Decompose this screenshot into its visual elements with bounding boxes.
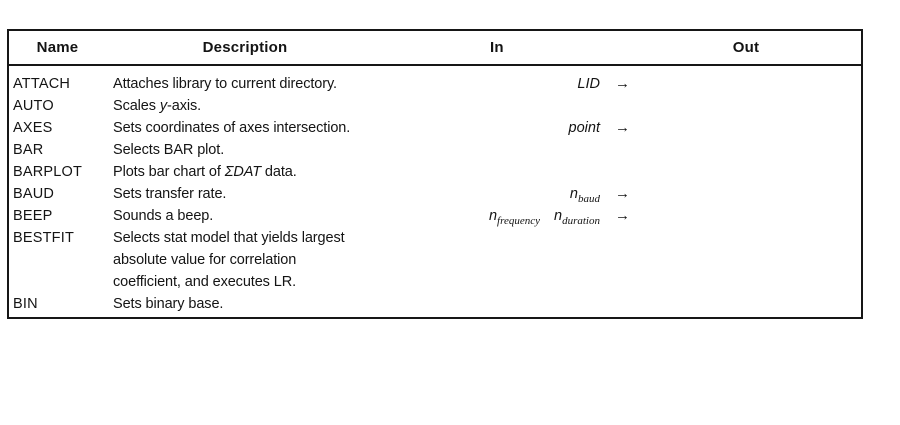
- table-row: AUTO Scales y-axis.: [9, 95, 861, 117]
- stack-out-cell: [641, 95, 861, 117]
- in-argument: nduration: [554, 205, 600, 227]
- stack-in-cell: nfrequency nduration →: [446, 205, 641, 227]
- command-description: Sets binary base.: [106, 293, 446, 315]
- description-italic: ΣDAT: [224, 164, 261, 180]
- description-italic: y: [159, 98, 168, 114]
- stack-in-cell: point →: [446, 117, 641, 139]
- stack-out-cell: [641, 205, 861, 227]
- description-text: data.: [260, 164, 297, 180]
- command-name: BAR: [13, 142, 44, 158]
- header-in: In: [490, 39, 504, 56]
- in-variable: n: [554, 208, 563, 224]
- in-variable: n: [488, 208, 498, 224]
- in-argument: LID: [577, 76, 600, 92]
- stack-out-cell: [641, 227, 861, 293]
- stack-in-cell: [446, 293, 641, 315]
- header-out: Out: [732, 39, 760, 56]
- in-argument: point: [568, 120, 600, 136]
- stack-in-cell: [446, 139, 641, 161]
- header-name: Name: [36, 39, 79, 56]
- arrow-icon: →: [615, 119, 630, 136]
- command-description: Scales y-axis.: [106, 95, 446, 117]
- command-description: Sets coordinates of axes intersection.: [106, 117, 446, 139]
- description-text: Scales: [113, 98, 160, 114]
- stack-in-cell: [446, 161, 641, 183]
- stack-in-cell: [446, 95, 641, 117]
- description-text: Sets transfer rate.: [113, 186, 227, 202]
- table-body: ATTACH Attaches library to current direc…: [9, 66, 861, 315]
- stack-out-cell: [641, 117, 861, 139]
- stack-out-cell: [641, 139, 861, 161]
- table-row: BEEP Sounds a beep. nfrequency nduration…: [9, 205, 861, 227]
- table-row: BAR Selects BAR plot.: [9, 139, 861, 161]
- command-name: AXES: [13, 120, 53, 136]
- stack-in-cell: [446, 227, 641, 293]
- in-variable-subscript: baud: [578, 192, 600, 205]
- table-row: BARPLOT Plots bar chart of ΣDAT data.: [9, 161, 861, 183]
- description-line: absolute value for correlation: [113, 252, 297, 268]
- description-text: Sets binary base.: [113, 296, 224, 312]
- arrow-icon: →: [615, 75, 630, 92]
- command-name: BARPLOT: [13, 164, 83, 180]
- stack-out-cell: [641, 183, 861, 205]
- command-reference-table: Name Description In Out ATTACH Attaches …: [7, 29, 863, 319]
- header-description: Description: [202, 39, 288, 56]
- description-text: Attaches library to current directory.: [113, 76, 337, 92]
- description-text: -axis.: [167, 98, 202, 114]
- table-row: ATTACH Attaches library to current direc…: [9, 73, 861, 95]
- description-text: Sets coordinates of axes intersection.: [113, 120, 351, 136]
- description-line: coefficient, and executes LR.: [113, 274, 297, 290]
- in-variable-subscript: frequency: [497, 214, 541, 227]
- in-variable-subscript: duration: [562, 214, 600, 227]
- command-name: BEEP: [13, 208, 53, 224]
- stack-out-cell: [641, 161, 861, 183]
- in-argument: nfrequency: [489, 205, 540, 227]
- stack-in-cell: LID →: [446, 73, 641, 95]
- table-row: BAUD Sets transfer rate. nbaud →: [9, 183, 861, 205]
- stack-out-cell: [641, 73, 861, 95]
- command-description: Sounds a beep.: [106, 205, 446, 227]
- command-description: Plots bar chart of ΣDAT data.: [106, 161, 446, 183]
- command-name: BIN: [13, 296, 38, 312]
- in-argument: nbaud: [570, 183, 600, 205]
- description-text: Sounds a beep.: [113, 208, 214, 224]
- in-variable: n: [569, 186, 578, 202]
- command-name: BAUD: [13, 186, 55, 202]
- command-name: BESTFIT: [13, 230, 75, 246]
- stack-in-cell: nbaud →: [446, 183, 641, 205]
- arrow-icon: →: [615, 207, 630, 224]
- command-name: ATTACH: [13, 76, 71, 92]
- table-row: AXES Sets coordinates of axes intersecti…: [9, 117, 861, 139]
- description-text: Selects BAR plot.: [113, 142, 225, 158]
- command-description: Sets transfer rate.: [106, 183, 446, 205]
- command-description: Attaches library to current directory.: [106, 73, 446, 95]
- table-row: BIN Sets binary base.: [9, 293, 861, 315]
- command-description: Selects stat model that yields largest a…: [106, 227, 446, 293]
- table-header-row: Name Description In Out: [9, 31, 861, 66]
- stack-out-cell: [641, 293, 861, 315]
- command-name: AUTO: [13, 98, 54, 114]
- description-text: Plots bar chart of: [113, 164, 225, 180]
- command-description: Selects BAR plot.: [106, 139, 446, 161]
- description-line: Selects stat model that yields largest: [113, 230, 345, 246]
- table-row: BESTFIT Selects stat model that yields l…: [9, 227, 861, 293]
- arrow-icon: →: [615, 185, 630, 202]
